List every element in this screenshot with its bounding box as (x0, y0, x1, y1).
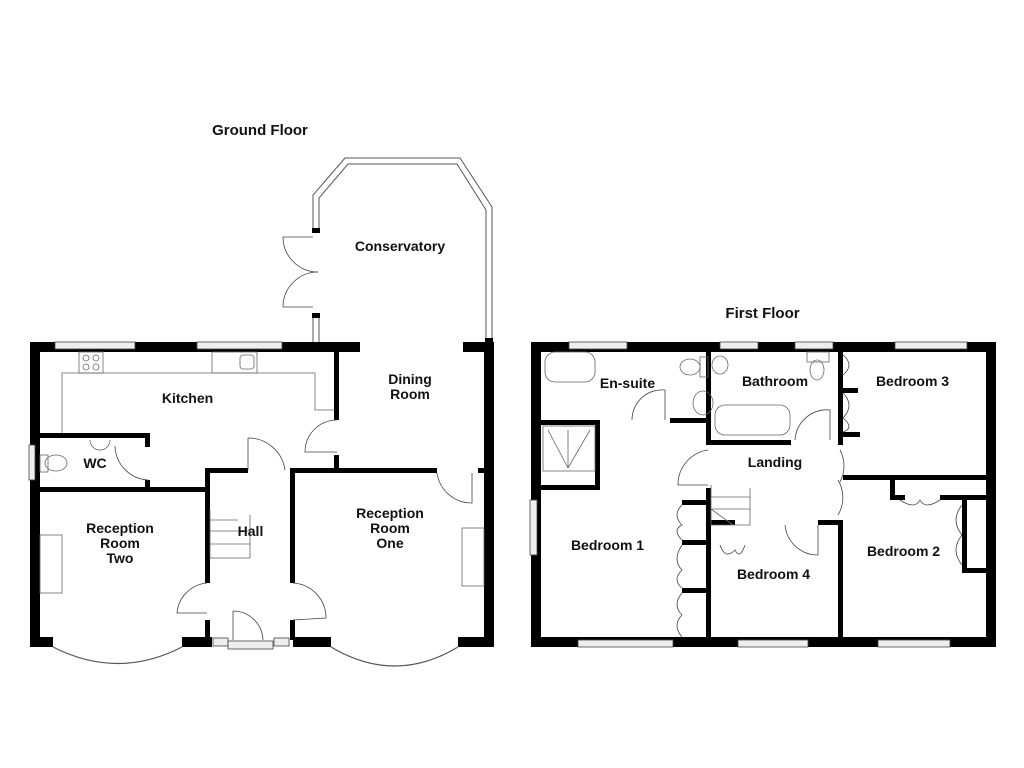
first-floor-windows (529, 341, 968, 648)
room-kitchen: Kitchen (161, 390, 214, 406)
room-wc: WC (83, 455, 107, 471)
conservatory-posts (312, 228, 493, 344)
room-bedroom-4: Bedroom 4 (736, 566, 811, 582)
ground-floor-arcs (52, 646, 459, 667)
first-floor-doors (631, 354, 963, 638)
room-bathroom: Bathroom (741, 373, 809, 389)
room-reception-one: Reception Room One (356, 505, 424, 551)
room-en-suite: En-suite (599, 375, 656, 391)
room-reception-two: Reception Room Two (86, 520, 154, 566)
room-bedroom-1: Bedroom 1 (570, 537, 645, 553)
room-landing: Landing (747, 454, 803, 470)
room-conservatory: Conservatory (354, 238, 446, 254)
conservatory-frame (312, 157, 493, 342)
ground-floor-windows (28, 341, 290, 650)
room-dining: Dining Room (388, 371, 432, 402)
ground-floor-title: Ground Floor (212, 122, 308, 139)
ground-floor-fixtures (39, 351, 485, 594)
first-floor-fixtures (542, 351, 830, 526)
room-bedroom-2: Bedroom 2 (866, 543, 941, 559)
room-hall: Hall (237, 523, 264, 539)
room-bedroom-3: Bedroom 3 (875, 373, 950, 389)
ground-floor-doors (114, 236, 473, 641)
first-floor-title: First Floor (725, 305, 800, 322)
ground-floor-walls (30, 342, 494, 647)
